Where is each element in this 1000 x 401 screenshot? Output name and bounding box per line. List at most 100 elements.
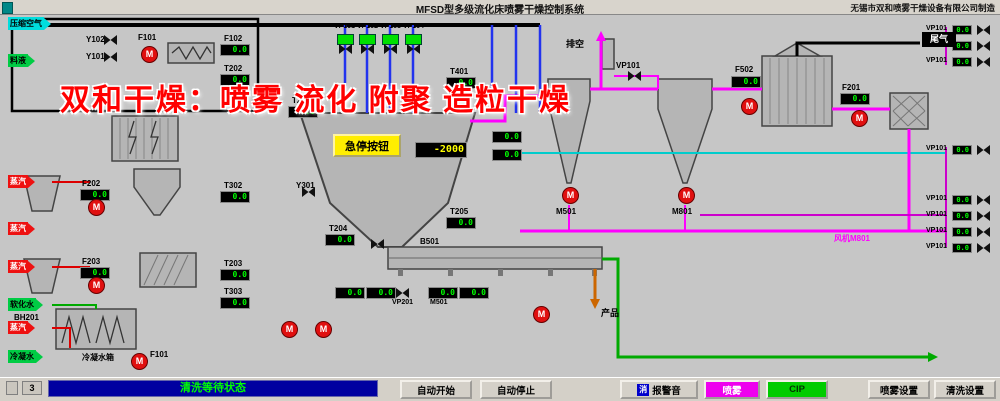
feed-arrow: 压缩空气 bbox=[8, 17, 51, 30]
pump-icon[interactable]: M bbox=[281, 321, 298, 338]
feed-arrow-tip bbox=[44, 17, 51, 30]
valve-icon[interactable] bbox=[977, 145, 990, 155]
valve-icon[interactable] bbox=[977, 227, 990, 237]
valve-icon[interactable] bbox=[977, 195, 990, 205]
feed-arrow: 蒸汽 bbox=[8, 175, 35, 188]
equipment-tag: VP101 bbox=[926, 195, 948, 202]
spray-mode-button[interactable]: 喷雾 bbox=[704, 380, 760, 399]
feed-arrow: 冷凝水 bbox=[8, 350, 43, 363]
valve-icon[interactable] bbox=[104, 52, 117, 62]
valve-icon[interactable] bbox=[977, 211, 990, 221]
equipment-tag: T201 bbox=[292, 96, 311, 105]
value-display: 0.0 bbox=[492, 131, 522, 143]
value-display: -2000 bbox=[415, 142, 467, 158]
pump-icon[interactable]: M bbox=[851, 110, 868, 127]
valve-icon[interactable] bbox=[977, 41, 990, 51]
value-display: 0.0 bbox=[952, 57, 972, 67]
equipment-tag: VP104 bbox=[403, 23, 425, 30]
equipment-tag: T203 bbox=[224, 259, 243, 268]
value-display: 0.0 bbox=[492, 149, 522, 161]
value-display: 0.0 bbox=[220, 191, 250, 203]
equipment-tag: F201 bbox=[842, 83, 861, 92]
condensate-tank-label: 冷凝水箱 bbox=[82, 353, 114, 362]
feed-arrow-tip bbox=[28, 175, 35, 188]
valve-icon[interactable] bbox=[104, 35, 117, 45]
pump-icon[interactable]: M bbox=[741, 98, 758, 115]
equipment-tag: VP101 bbox=[616, 61, 641, 70]
auto-stop-button[interactable]: 自动停止 bbox=[480, 380, 552, 399]
valve-icon[interactable] bbox=[361, 44, 374, 54]
value-display: 0.0 bbox=[366, 287, 396, 299]
valve-icon[interactable] bbox=[371, 239, 384, 249]
valve-icon[interactable] bbox=[628, 71, 641, 81]
feed-arrow-tip bbox=[36, 298, 43, 311]
valve-icon[interactable] bbox=[977, 25, 990, 35]
auto-start-button[interactable]: 自动开始 bbox=[400, 380, 472, 399]
emergency-stop-button[interactable]: 急停按钮 bbox=[333, 134, 401, 157]
status-lamp bbox=[337, 34, 354, 45]
pump-icon[interactable]: M bbox=[131, 353, 148, 370]
equipment-tag: T204 bbox=[329, 224, 348, 233]
feed-arrow-label: 冷凝水 bbox=[8, 350, 36, 363]
pump-icon[interactable]: M bbox=[141, 46, 158, 63]
feed-arrow: 蒸汽 bbox=[8, 222, 35, 235]
value-display: 0.0 bbox=[952, 25, 972, 35]
equipment-tag: BH201 bbox=[14, 313, 39, 322]
value-display: 0.0 bbox=[840, 93, 870, 105]
equipment-tag: F102 bbox=[224, 34, 243, 43]
feed-arrow-label: 蒸汽 bbox=[8, 260, 28, 273]
value-display: 0.0 bbox=[335, 287, 365, 299]
status-lamp bbox=[359, 34, 376, 45]
pump-icon[interactable]: M bbox=[88, 199, 105, 216]
status-bar: 清洗等待状态 bbox=[48, 380, 378, 397]
vent-label: 排空 bbox=[566, 39, 585, 49]
feed-arrow-tip bbox=[28, 321, 35, 334]
equipment-tag: VP101 bbox=[926, 145, 948, 152]
feed-arrow: 蒸汽 bbox=[8, 260, 35, 273]
alarm-mute-button[interactable]: 消 报警音 bbox=[620, 380, 698, 399]
feed-arrow-label: 软化水 bbox=[8, 298, 36, 311]
value-display: 0.0 bbox=[952, 195, 972, 205]
pump-icon[interactable]: M bbox=[88, 277, 105, 294]
value-display: 0.0 bbox=[446, 217, 476, 229]
equipment-tag: VP101 bbox=[926, 25, 948, 32]
equipment-tag: VP101 bbox=[926, 211, 948, 218]
valve-icon[interactable] bbox=[339, 44, 352, 54]
pump-icon[interactable]: M bbox=[678, 187, 695, 204]
valve-icon[interactable] bbox=[977, 243, 990, 253]
value-display: 0.0 bbox=[731, 76, 761, 88]
pump-icon[interactable]: M bbox=[315, 321, 332, 338]
valve-icon[interactable] bbox=[384, 44, 397, 54]
equipment-tag: M501 bbox=[430, 299, 448, 306]
manufacturer-label: 无锡市双和喷雾干燥设备有限公司制造 bbox=[850, 3, 995, 13]
equipment-tag: 风机M801 bbox=[834, 234, 871, 243]
equipment-tag: B501 bbox=[420, 237, 440, 246]
pump-icon[interactable]: M bbox=[562, 187, 579, 204]
spray-settings-button[interactable]: 喷雾设置 bbox=[868, 380, 930, 399]
equipment-tag: M501 bbox=[556, 207, 577, 216]
equipment-tag: T205 bbox=[450, 207, 469, 216]
pump-icon[interactable]: M bbox=[533, 306, 550, 323]
equipment-tag: VP101 bbox=[926, 243, 948, 250]
value-display: 0.0 bbox=[952, 211, 972, 221]
equipment-tag: VP101 bbox=[926, 57, 948, 64]
app-icon bbox=[2, 2, 13, 14]
page-number[interactable]: 3 bbox=[22, 381, 42, 395]
value-display: 0.0 bbox=[428, 287, 458, 299]
bottom-toolbar: 3 清洗等待状态 自动开始 自动停止 消 报警音 喷雾 CIP 喷雾设置 清洗设… bbox=[0, 377, 1000, 401]
feed-arrow-label: 蒸汽 bbox=[8, 321, 28, 334]
equipment-tag: F101 bbox=[138, 33, 157, 42]
valve-icon[interactable] bbox=[396, 288, 409, 298]
nav-button[interactable] bbox=[6, 381, 18, 395]
equipment-tag: F203 bbox=[82, 257, 101, 266]
valve-icon[interactable] bbox=[407, 44, 420, 54]
equipment-tag: T202 bbox=[224, 64, 243, 73]
feed-arrow-label: 料液 bbox=[8, 54, 28, 67]
cip-mode-button[interactable]: CIP bbox=[766, 380, 828, 399]
product-label: 产品 bbox=[601, 308, 620, 318]
feed-arrow: 软化水 bbox=[8, 298, 43, 311]
valve-icon[interactable] bbox=[977, 57, 990, 67]
clean-settings-button[interactable]: 清洗设置 bbox=[934, 380, 996, 399]
